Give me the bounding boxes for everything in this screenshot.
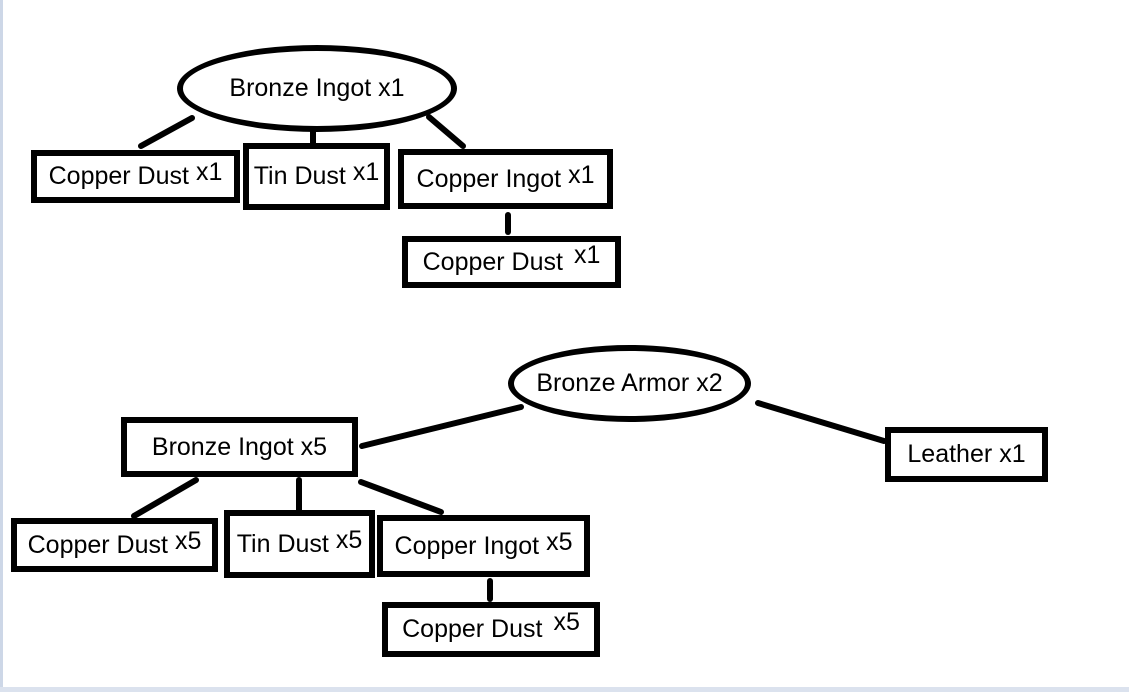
node-label: Copper Ingot	[416, 164, 562, 193]
connector-bronzearmor-bronzeingot5	[359, 404, 524, 449]
node-qty: x5	[335, 525, 363, 554]
connector-bronzeingot1-copperdust	[138, 115, 195, 149]
node-label: Copper Ingot	[394, 531, 540, 560]
connector-bronzeingot1-copperingot	[426, 114, 466, 149]
node-label: Copper Dust	[422, 247, 563, 276]
node-label: Tin Dust	[236, 529, 329, 558]
node-copper-ingot-x5: Copper Ingot x5	[377, 515, 590, 577]
node-label: Copper Dust	[48, 162, 189, 190]
node-tin-dust-x5: Tin Dust x5	[224, 510, 375, 578]
node-label: Leather	[907, 440, 993, 468]
connector-bronzearmor-leather	[755, 400, 887, 444]
canvas-bottom-edge	[0, 687, 1129, 692]
node-leather-x1: Leather x1	[885, 427, 1048, 482]
node-qty: x1	[352, 158, 380, 186]
node-copper-ingot-x1: Copper Ingot x1	[398, 149, 613, 209]
node-label: Bronze Ingot	[229, 74, 372, 102]
node-tin-dust-x1: Tin Dust x1	[243, 143, 390, 210]
node-copper-dust-x1-sub: Copper Dust x1	[402, 236, 621, 288]
node-label: Copper Dust	[402, 615, 543, 643]
node-qty: x1	[568, 160, 595, 189]
node-qty: x1	[999, 440, 1026, 468]
node-label: Copper Dust	[27, 530, 168, 559]
node-qty: x5	[546, 527, 573, 556]
canvas-left-edge	[0, 0, 3, 692]
node-label: Bronze Ingot	[151, 432, 294, 461]
node-bronze-ingot-x1: Bronze Ingot x1	[177, 45, 457, 132]
node-copper-dust-x5-sub: Copper Dust x5	[382, 602, 600, 657]
node-qty: x5	[300, 432, 328, 461]
node-label: Bronze Armor	[536, 369, 690, 397]
node-copper-dust-x1: Copper Dust x1	[31, 150, 240, 203]
node-qty: x2	[696, 369, 723, 397]
node-bronze-ingot-x5: Bronze Ingot x5	[121, 417, 358, 477]
node-copper-dust-x5: Copper Dust x5	[11, 518, 218, 572]
node-qty: x5	[174, 526, 202, 555]
connector-bronzeingot5-copperdust	[131, 477, 199, 519]
node-qty: x1	[195, 158, 223, 186]
connector-bronzeingot5-copperingot	[358, 479, 444, 515]
node-qty: x1	[378, 74, 405, 102]
node-bronze-armor-x2: Bronze Armor x2	[508, 345, 751, 422]
node-qty: x1	[573, 240, 601, 269]
node-label: Tin Dust	[253, 162, 346, 190]
node-qty: x5	[553, 608, 580, 636]
